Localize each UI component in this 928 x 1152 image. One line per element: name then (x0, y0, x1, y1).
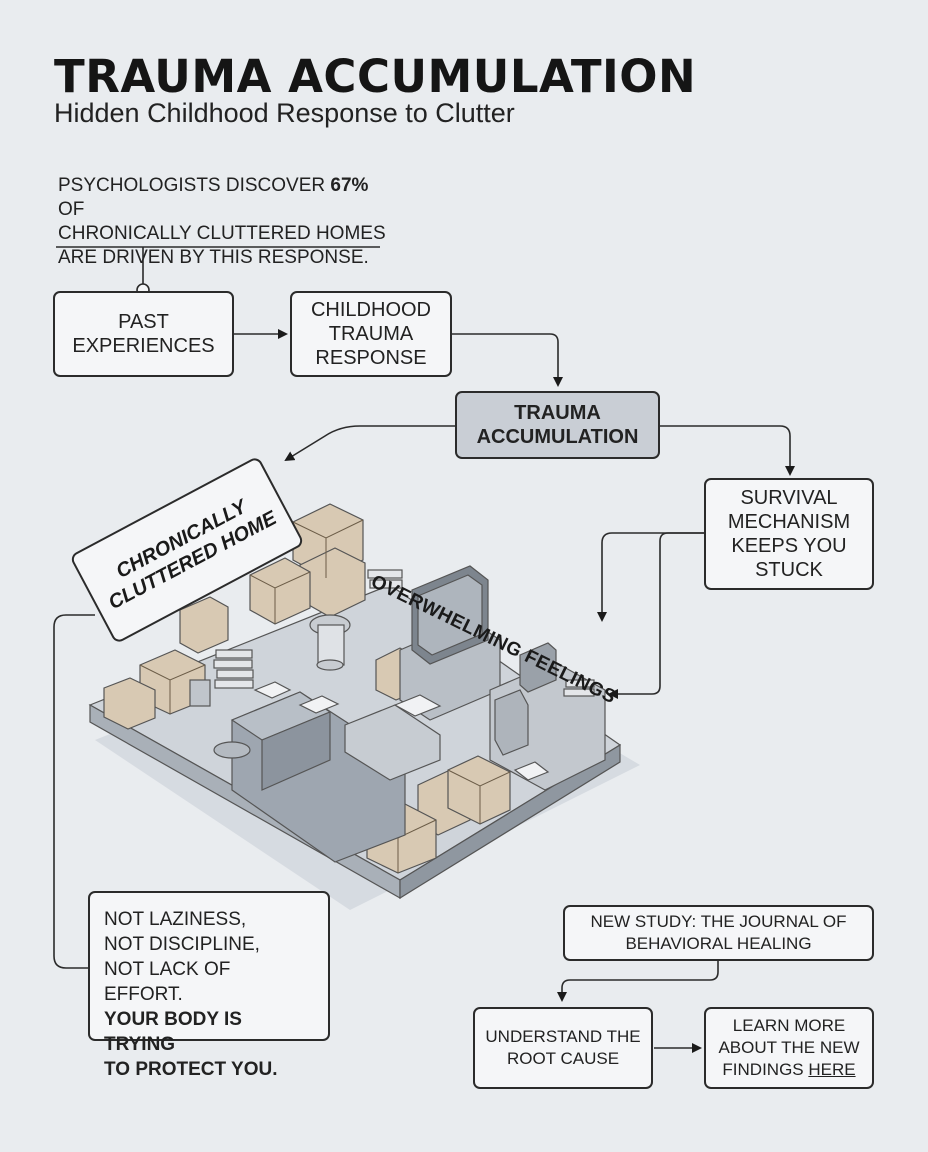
survival-mechanism-box: SURVIVAL MECHANISM KEEPS YOU STUCK (704, 478, 874, 590)
arrow-trauma-to-survival (660, 425, 795, 476)
stat-line3: ARE DRIVEN BY THIS RESPONSE. (58, 247, 369, 268)
stat-text: PSYCHOLOGISTS DISCOVER 67% OF CHRONICALL… (58, 174, 388, 270)
note-line2: NOT DISCIPLINE, (104, 934, 260, 955)
trauma-accumulation-box: TRAUMA ACCUMULATION (455, 391, 660, 459)
note-line4: YOUR BODY IS TRYING (104, 1009, 242, 1055)
arrow-survival-to-room (608, 532, 704, 699)
arrow-survival-to-feelings (597, 532, 704, 622)
learn-more-link[interactable]: HERE (808, 1060, 856, 1079)
arrow-trauma-to-home (284, 425, 455, 462)
new-study-box: NEW STUDY: THE JOURNAL OF BEHAVIORAL HEA… (563, 905, 874, 961)
note-line5: TO PROTECT YOU. (104, 1059, 278, 1080)
past-experiences-box: PAST EXPERIENCES (53, 291, 234, 377)
note-line1: NOT LAZINESS, (104, 909, 247, 930)
connectors (53, 246, 795, 1053)
stat-line2: CHRONICALLY CLUTTERED HOMES (58, 223, 386, 244)
page-title: TRAUMA ACCUMULATION (54, 50, 697, 103)
arrow-childhood-to-trauma (452, 333, 563, 387)
childhood-trauma-box: CHILDHOOD TRAUMA RESPONSE (290, 291, 452, 377)
stat-percent: 67% (330, 175, 369, 196)
page-subtitle: Hidden Childhood Response to Clutter (54, 98, 515, 128)
reassurance-note: NOT LAZINESS, NOT DISCIPLINE, NOT LACK O… (88, 891, 330, 1080)
learn-more-text: LEARN MORE ABOUT THE NEW FINDINGS (718, 1016, 860, 1079)
stat-line1-post: OF (58, 199, 85, 220)
note-line3: NOT LACK OF EFFORT. (104, 959, 231, 1005)
learn-more-button[interactable]: LEARN MORE ABOUT THE NEW FINDINGS HERE (704, 1007, 874, 1089)
stat-line1-pre: PSYCHOLOGISTS DISCOVER (58, 175, 331, 196)
understand-root-cause-box: UNDERSTAND THE ROOT CAUSE (473, 1007, 653, 1089)
cluttered-room-illustration (88, 503, 640, 910)
arrow-study-to-understand (557, 960, 719, 1002)
connector-home-to-note (53, 614, 95, 969)
